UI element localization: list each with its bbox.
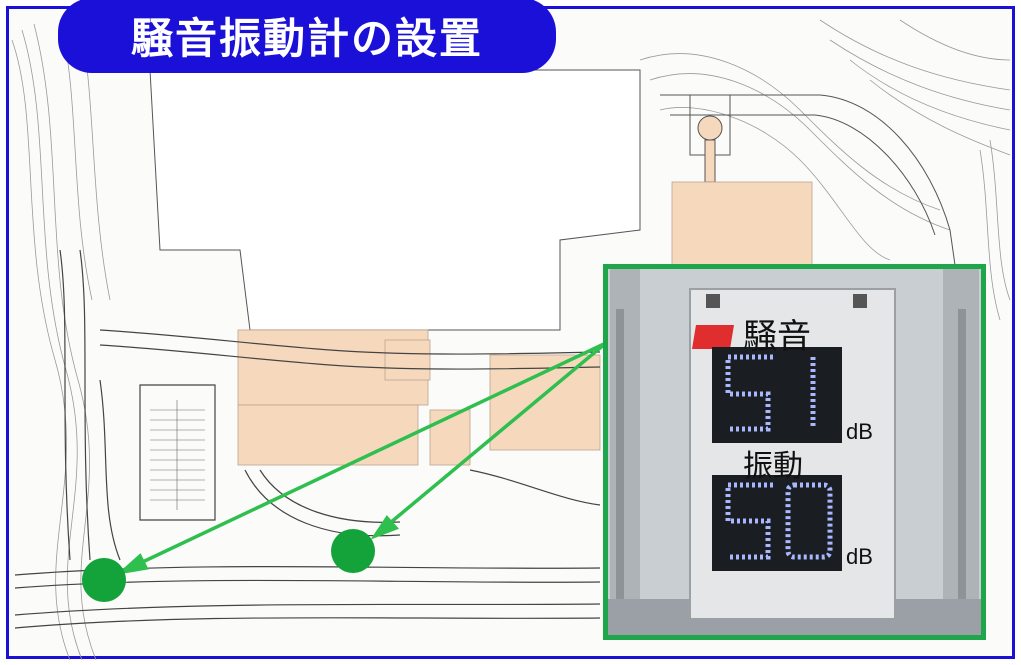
title-banner: 騒音振動計の設置 bbox=[58, 0, 556, 73]
parking-stalls bbox=[150, 400, 205, 510]
meter-location-left-marker bbox=[82, 558, 126, 602]
vibration-label: 振動 bbox=[743, 449, 803, 484]
site-outline bbox=[149, 69, 961, 331]
arrows bbox=[116, 341, 608, 575]
vibration-value-digits bbox=[725, 482, 833, 560]
noise-label: 騒音 bbox=[743, 317, 811, 357]
page-title: 騒音振動計の設置 bbox=[130, 14, 483, 63]
noise-unit: dB bbox=[846, 419, 873, 444]
meter-photo-inset: 騒音 dB 振動 dB 51 50 bbox=[603, 264, 986, 640]
meter-photo bbox=[608, 269, 981, 635]
contour-lines bbox=[11, 19, 1011, 661]
meter-location-center-marker bbox=[331, 529, 375, 573]
buildings bbox=[237, 181, 813, 466]
noise-value-digits bbox=[725, 354, 816, 432]
led-displays bbox=[725, 354, 833, 560]
vibration-unit: dB bbox=[846, 544, 873, 569]
